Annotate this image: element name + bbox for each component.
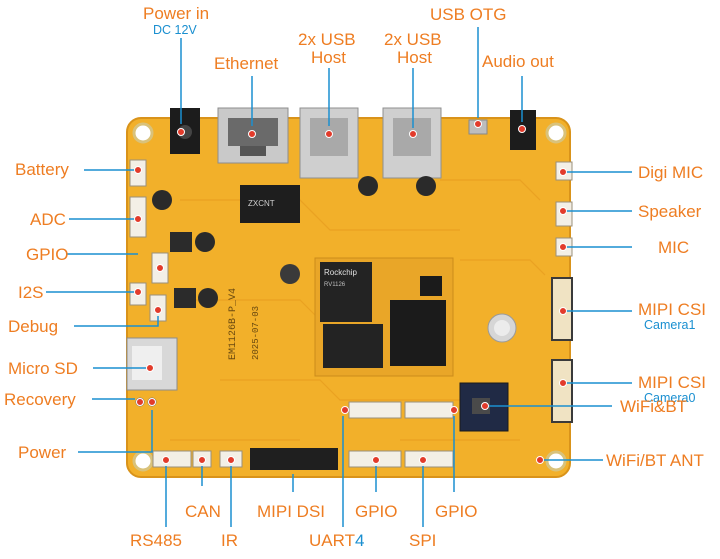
label-usb-host-1-line2: Host [311,48,346,67]
soc-part-marking: RV1126 [324,282,346,288]
label-power-in-sub: DC 12V [153,23,197,37]
bottom-connectors [152,401,454,468]
board-model-text: EM1126B-P_V4 [228,288,239,360]
label-mipi-csi-0-sub: Camera0 [644,391,696,405]
label-usb-host-2-line1: 2x USB [384,30,442,49]
label-speaker: Speaker [638,202,702,221]
label-mipi-csi-0: MIPI CSI [638,373,707,392]
coin-battery [487,313,517,343]
label-usb-otg: USB OTG [430,5,507,24]
inductor-1 [170,232,192,252]
label-mipi-csi-1: MIPI CSI [638,300,707,319]
label-debug: Debug [8,317,59,336]
label-gpio-left: GPIO [26,245,69,264]
label-micro-sd: Micro SD [8,359,78,378]
label-ir: IR [221,531,238,550]
ethernet-chip: ZXCNT [240,185,300,223]
label-audio-out: Audio out [482,52,554,71]
label-ethernet: Ethernet [214,54,279,73]
power-jack [170,108,200,154]
label-usb-host-2-line2: Host [397,48,432,67]
capacitors [152,176,436,308]
inductor-2 [174,288,196,308]
mipi-dsi-header [250,448,338,470]
label-uart4: UART4 [309,531,364,550]
label-mipi-csi-1-sub: Camera1 [644,318,696,332]
usb-host-jack-1 [299,107,359,179]
label-i2s: I2S [18,283,44,302]
mipi-csi-0-connector [551,359,573,423]
label-rs485: RS485 [130,531,182,550]
label-wifi-bt-ant: WiFi/BT ANT [606,451,704,470]
endpoint-dots [134,120,567,464]
board-date-text: 2025-07-03 [251,306,261,360]
label-usb-host-1-line1: 2x USB [298,30,356,49]
soc-brand-marking: Rockchip [324,268,357,277]
label-gpio-bottom-1: GPIO [355,502,398,521]
label-gpio-bottom-2: GPIO [435,502,478,521]
label-recovery: Recovery [4,390,76,409]
label-digi-mic: Digi MIC [638,163,704,182]
leader-lines [46,27,632,527]
label-battery: Battery [15,160,69,179]
label-mipi-dsi: MIPI DSI [257,502,326,521]
label-adc: ADC [30,210,66,229]
label-spi: SPI [409,531,437,550]
usb-host-jack-2 [382,107,442,179]
label-wifi-bt: WiFi&BT [620,397,688,416]
label-mic: MIC [658,238,690,257]
mounting-holes [132,122,567,472]
label-uart4-suffix: 4 [354,531,365,550]
label-uart4-prefix: UART [309,531,355,550]
microsd-slot [126,337,178,391]
eth-chip-marking: ZXCNT [248,199,275,208]
label-power-in: Power in [143,4,210,23]
label-power: Power [18,443,67,462]
label-can: CAN [185,502,221,521]
soc-module: Rockchip RV1126 [314,257,454,377]
